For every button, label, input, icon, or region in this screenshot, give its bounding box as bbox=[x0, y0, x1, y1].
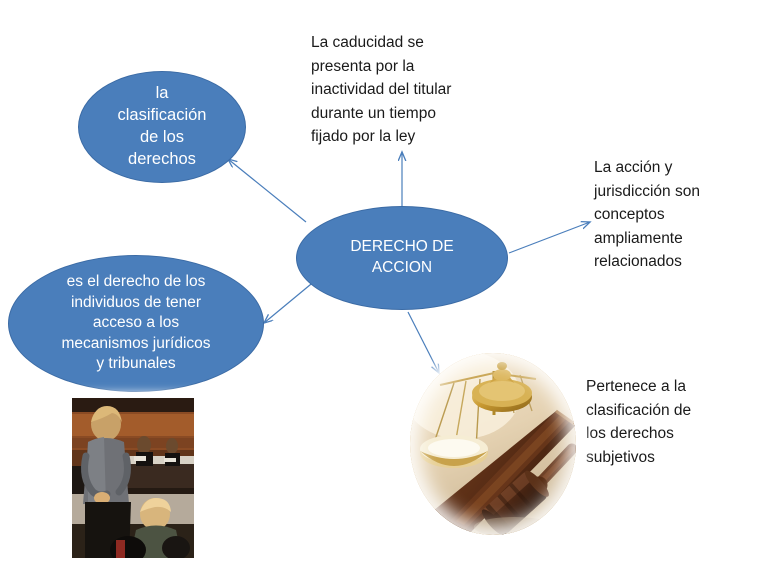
courtroom-photo-art bbox=[72, 398, 194, 558]
note-pertenece-clasificacion: Pertenece a la clasificación de los dere… bbox=[586, 378, 692, 466]
node-derecho-de-los-individuos[interactable]: es el derecho de los individuos de tener… bbox=[8, 255, 264, 392]
note-accion-jurisdiccion: La acción y jurisdicción son conceptos a… bbox=[594, 159, 700, 271]
note-caducidad: La caducidad se presenta por la inactivi… bbox=[311, 34, 452, 146]
arrow-central-to-clasificacion bbox=[228, 159, 307, 223]
arrow-central-to-accion bbox=[508, 222, 590, 254]
node-clasificacion-de-los-derechos[interactable]: la clasificación de los derechos bbox=[78, 71, 246, 183]
scales-and-gavel-photo bbox=[410, 353, 576, 535]
arrow-central-to-justice-photo bbox=[407, 311, 439, 373]
courtroom-photo bbox=[72, 398, 194, 558]
node-derecho-de-accion[interactable]: DERECHO DE ACCION bbox=[296, 206, 508, 310]
scales-and-gavel-art bbox=[410, 353, 576, 535]
